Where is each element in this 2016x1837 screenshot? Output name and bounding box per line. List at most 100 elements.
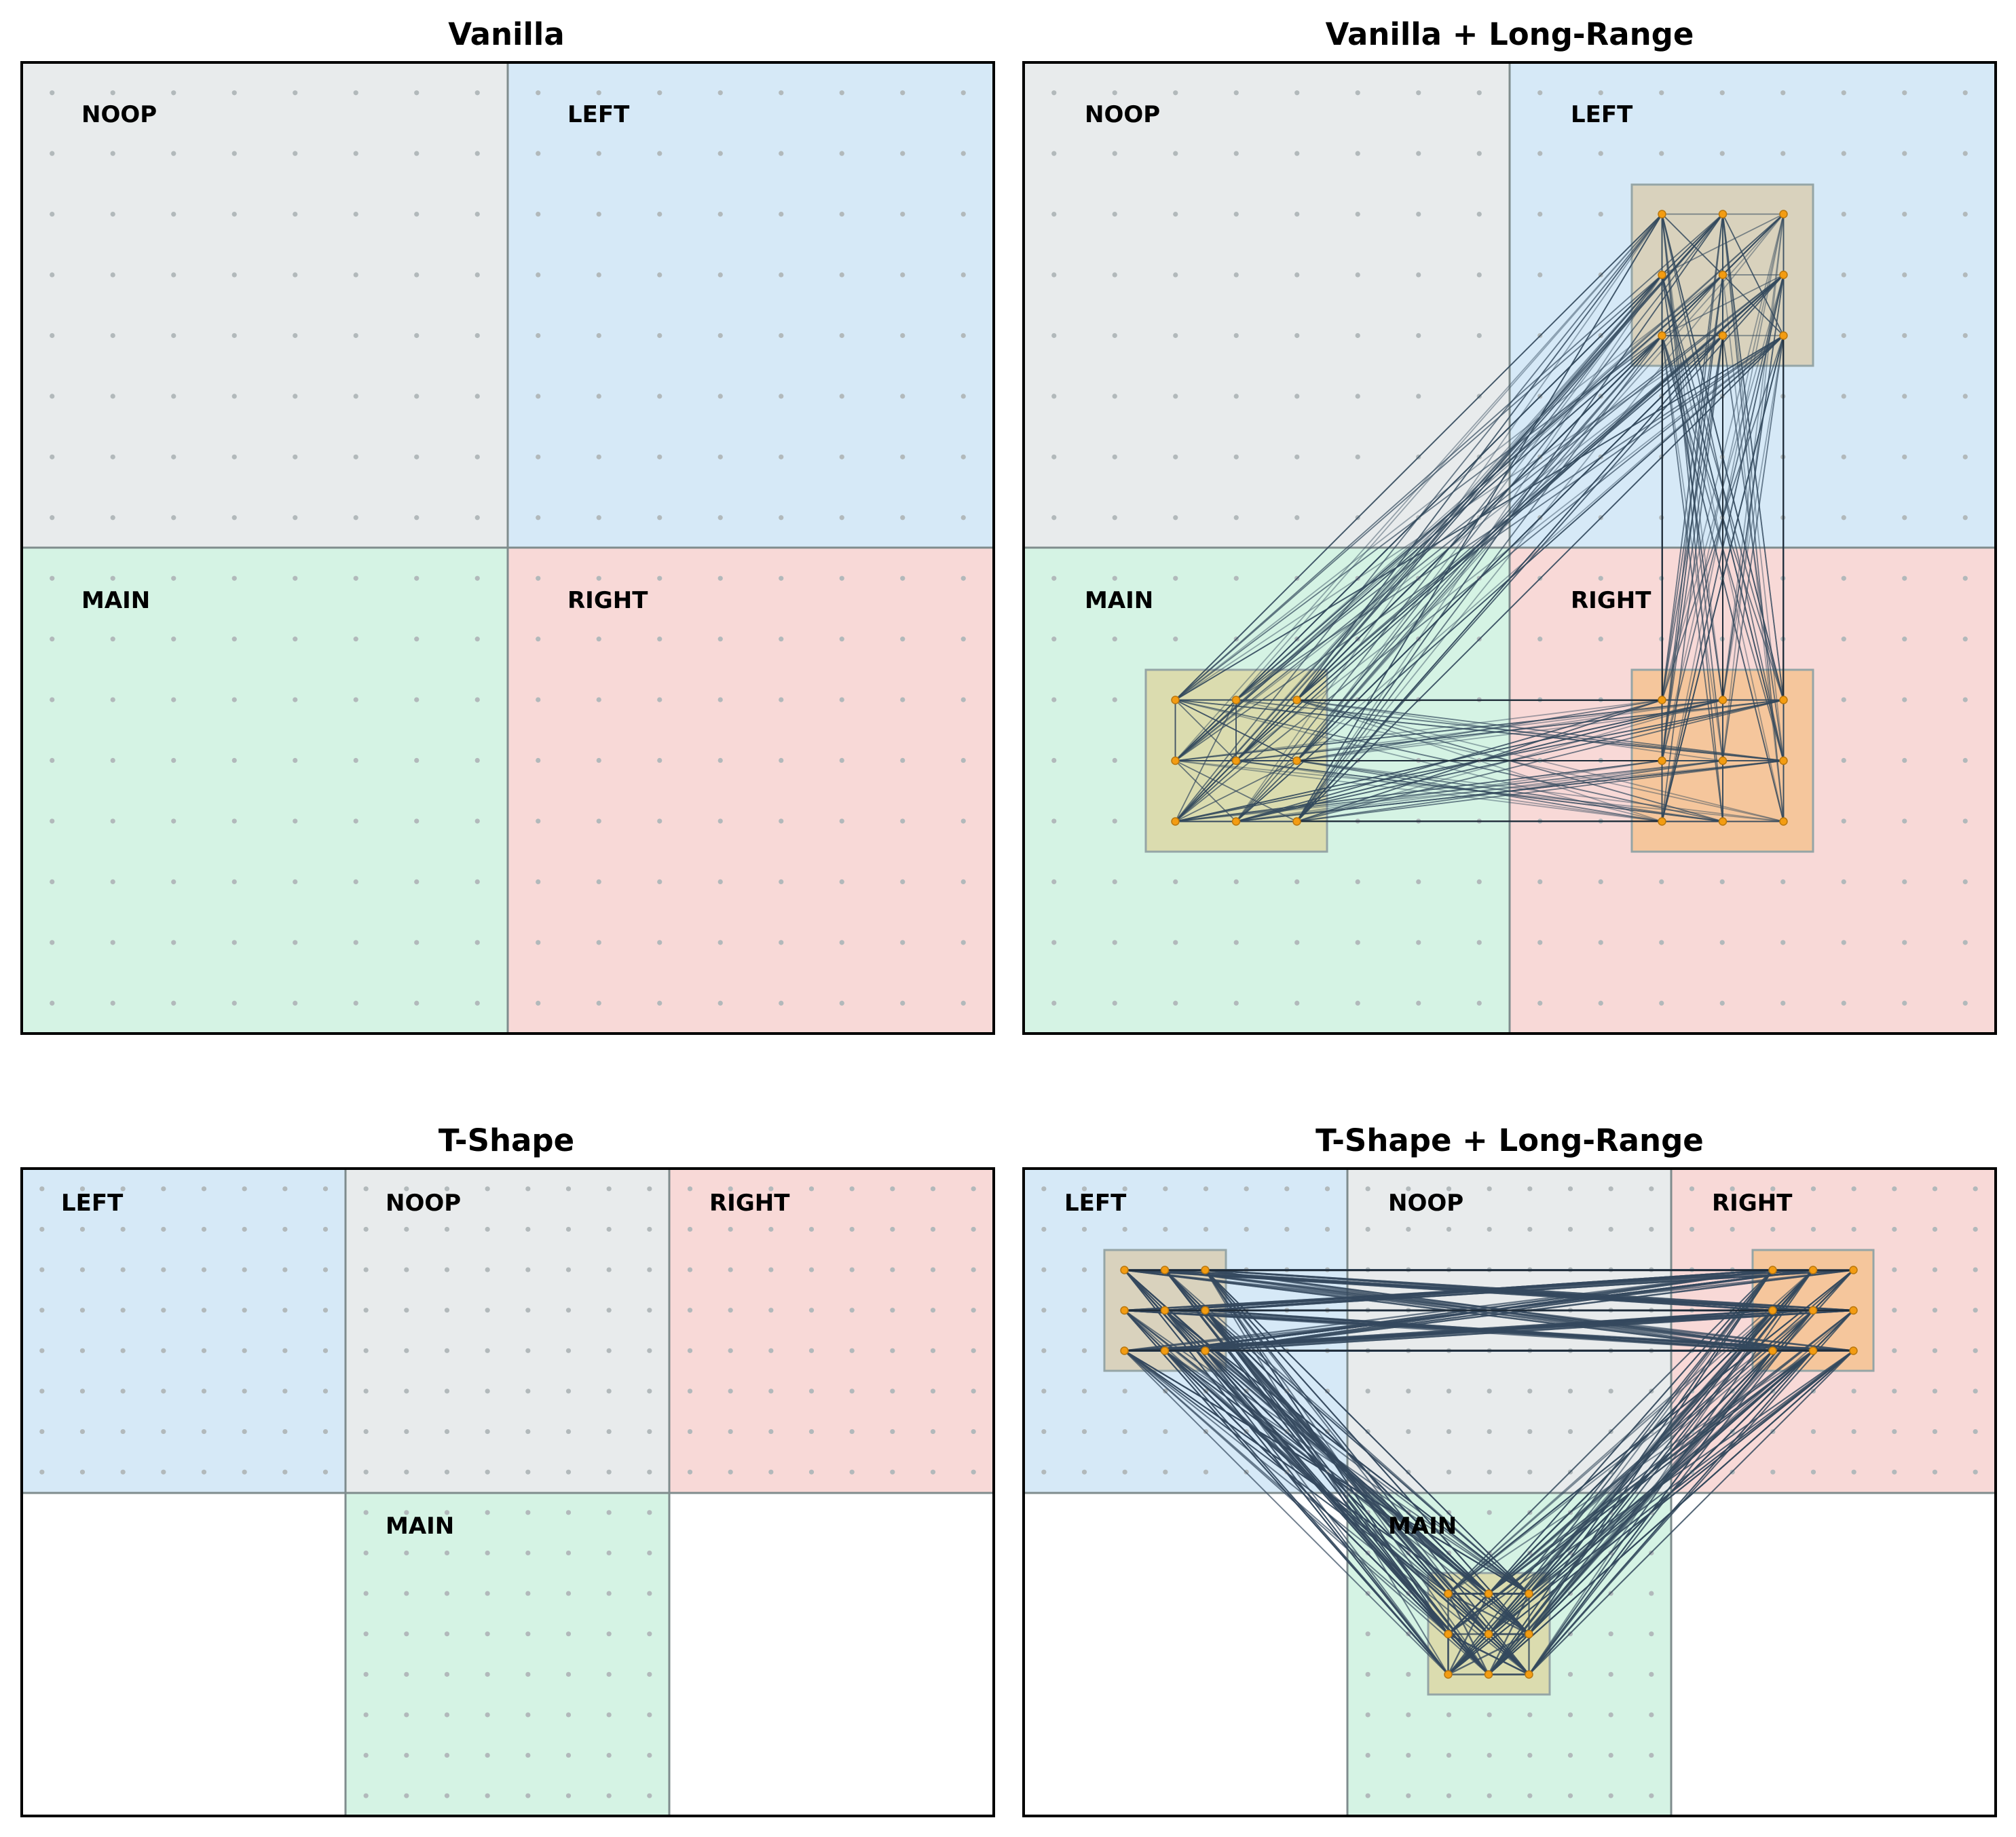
cluster-node [1779, 331, 1788, 340]
grid-dot [1173, 211, 1178, 217]
grid-dot [1476, 1000, 1482, 1006]
grid-dot [1932, 1469, 1938, 1475]
grid-dot [606, 1469, 612, 1475]
cluster-node [1718, 270, 1728, 280]
grid-dot [50, 151, 55, 156]
grid-dot [808, 1308, 815, 1313]
edge-line [1174, 274, 1663, 761]
grid-dot [606, 1510, 612, 1515]
edge-line [1661, 274, 1723, 700]
grid-dot [536, 151, 541, 156]
grid-dot [231, 940, 237, 945]
grid-dot [231, 394, 237, 399]
edge-line [1661, 335, 1723, 822]
grid-dot [839, 697, 844, 702]
grid-dot [242, 1186, 247, 1192]
grid-dot [525, 1428, 531, 1435]
cluster-node [1849, 1346, 1858, 1355]
cluster-node [1779, 270, 1788, 280]
grid-dot [1446, 1428, 1452, 1435]
grid-dot [717, 637, 723, 642]
grid-dot [1537, 90, 1543, 96]
grid-dot [110, 394, 115, 399]
grid-dot [1416, 637, 1421, 642]
grid-dot [485, 1308, 490, 1313]
grid-dot [50, 333, 55, 339]
grid-dot [282, 1428, 288, 1435]
edge-line [1235, 274, 1723, 761]
grid-dot [50, 757, 55, 763]
edge-line [1174, 274, 1723, 701]
edge-line [1296, 213, 1723, 822]
grid-dot [647, 1226, 652, 1232]
grid-dot [485, 1712, 490, 1718]
edge-line [1296, 760, 1662, 822]
grid-dot [1851, 1388, 1856, 1394]
edge-line [1296, 335, 1785, 761]
grid-dot [536, 1000, 541, 1006]
grid-dot [1446, 1510, 1452, 1515]
grid-dot [960, 757, 966, 763]
edge-line [1235, 213, 1785, 701]
grid-dot [839, 575, 844, 581]
grid-dot [1355, 211, 1360, 217]
edge-line [1528, 1269, 1854, 1635]
grid-dot [687, 1226, 693, 1232]
grid-dot [444, 1631, 450, 1637]
grid-dot [606, 1388, 612, 1394]
grid-dot [79, 1186, 86, 1192]
grid-dot [474, 272, 480, 278]
cluster-node [1525, 1589, 1533, 1598]
grid-dot [1446, 1226, 1452, 1232]
edge-line [1296, 213, 1785, 701]
grid-dot [50, 515, 55, 520]
grid-dot [231, 515, 237, 520]
grid-dot [1962, 575, 1968, 581]
grid-dot [839, 818, 844, 824]
grid-dot [1416, 454, 1421, 459]
region-main [346, 1493, 669, 1816]
grid-dot [1163, 1226, 1168, 1232]
grid-dot [1112, 697, 1117, 702]
region-label-left: LEFT [1064, 1190, 1127, 1217]
grid-dot [120, 1186, 126, 1192]
grid-dot [485, 1752, 490, 1758]
edge-line [1175, 335, 1723, 701]
grid-dot [1537, 575, 1543, 581]
grid-dot [79, 1226, 86, 1232]
grid-dot [768, 1388, 774, 1394]
grid-dot [1962, 211, 1968, 217]
edge-line [1661, 274, 1723, 700]
grid-dot [1416, 515, 1421, 520]
grid-dot [1416, 272, 1421, 278]
grid-dot [1567, 1793, 1573, 1798]
edge-line [1235, 335, 1663, 761]
edge-line [1722, 335, 1785, 700]
edge-line [1235, 699, 1784, 761]
edge-line [1296, 699, 1662, 761]
edge-line [1174, 335, 1785, 822]
grid-dot [596, 333, 601, 339]
grid-dot [849, 1267, 855, 1272]
edge-line [1661, 335, 1723, 822]
edge-line [1296, 335, 1723, 822]
grid-dot [110, 757, 115, 763]
grid-dot [242, 1348, 247, 1353]
grid-dots [39, 1186, 976, 1798]
grid-dot [1659, 879, 1664, 885]
grid-dot [171, 90, 176, 96]
grid-dot [1051, 454, 1057, 459]
grid-dot [1608, 1631, 1613, 1637]
grid-dot [1851, 1469, 1856, 1475]
grid-dot [171, 697, 176, 702]
edge-line [1296, 699, 1784, 761]
edge-line [1296, 214, 1663, 822]
edge-line [1235, 335, 1663, 761]
grid-dot [353, 818, 358, 824]
grid-dot [171, 151, 176, 156]
grid-dot [404, 1550, 409, 1556]
edge-line [1175, 760, 1662, 822]
grid-dot [960, 818, 966, 824]
grid-dot [474, 940, 480, 945]
grid-dot [1973, 1469, 1978, 1475]
